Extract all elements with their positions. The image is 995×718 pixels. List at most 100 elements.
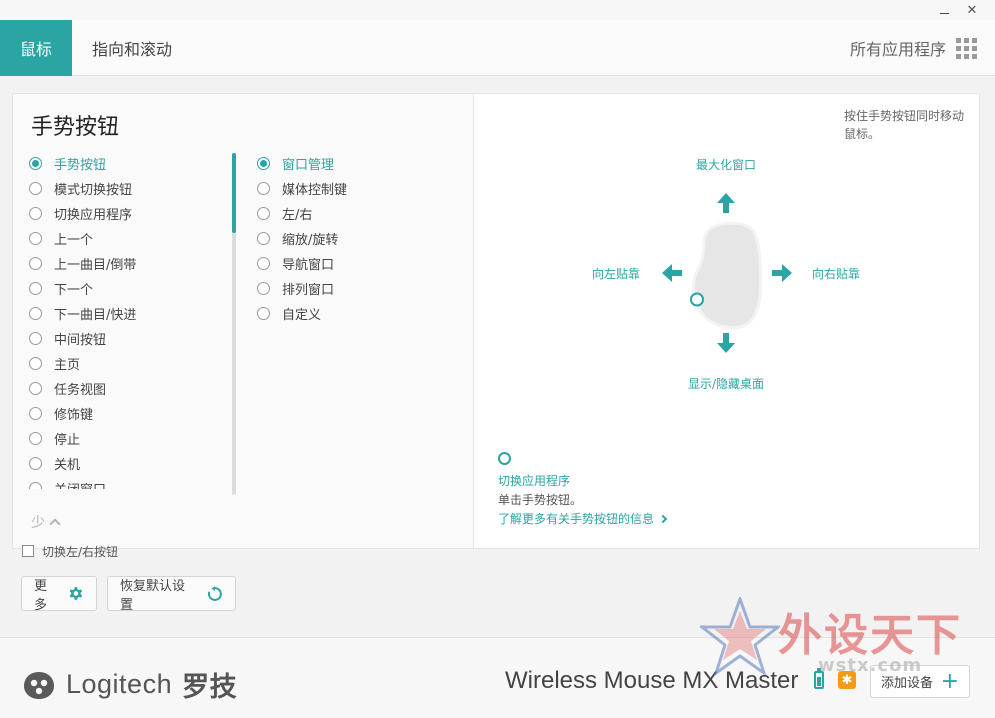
radio-button[interactable]	[29, 157, 42, 170]
button-action-option[interactable]: 上一曲目/倒带	[29, 251, 229, 276]
tab-mouse-label: 鼠标	[19, 40, 52, 59]
button-action-option[interactable]: 任务视图	[29, 376, 229, 401]
gesture-mode-list: 窗口管理媒体控制键左/右缩放/旋转导航窗口排列窗口自定义	[257, 151, 457, 326]
chevron-up-icon	[49, 518, 61, 530]
radio-button[interactable]	[29, 432, 42, 445]
unifying-receiver-icon: ✱	[838, 671, 856, 689]
button-action-option[interactable]: 下一曲目/快进	[29, 301, 229, 326]
tab-mouse[interactable]: 鼠标	[0, 20, 72, 76]
button-action-option-label: 手势按钮	[54, 158, 107, 173]
button-action-option[interactable]: 下一个	[29, 276, 229, 301]
radio-button[interactable]	[257, 232, 270, 245]
reset-defaults-button[interactable]: 恢复默认设置	[107, 576, 236, 613]
button-action-option[interactable]: 关闭窗口	[29, 476, 229, 489]
gesture-mode-option-label: 左/右	[282, 208, 313, 223]
arrow-down-icon	[717, 333, 735, 353]
gesture-mode-option-label: 导航窗口	[282, 258, 335, 273]
button-action-option[interactable]: 中间按钮	[29, 326, 229, 351]
more-button[interactable]: 更多	[21, 576, 97, 613]
button-action-option-label: 停止	[54, 433, 81, 448]
button-action-option-label: 中间按钮	[54, 333, 107, 348]
brand-name-cn: 罗技	[182, 672, 238, 702]
radio-button[interactable]	[29, 382, 42, 395]
radio-button[interactable]	[29, 457, 42, 470]
button-action-option-label: 修饰键	[54, 408, 94, 423]
gesture-button-marker-icon	[690, 292, 704, 307]
tab-point-scroll-label: 指向和滚动	[92, 40, 173, 59]
gesture-mode-option[interactable]: 缩放/旋转	[257, 226, 457, 251]
settings-card: 手势按钮 手势按钮模式切换按钮切换应用程序上一个上一曲目/倒带下一个下一曲目/快…	[12, 93, 980, 549]
radio-button[interactable]	[29, 282, 42, 295]
gesture-mode-option-label: 媒体控制键	[282, 183, 348, 198]
show-less-button[interactable]: 少	[31, 512, 61, 532]
battery-icon	[814, 668, 824, 689]
arrow-left-icon	[662, 264, 682, 282]
radio-button[interactable]	[257, 207, 270, 220]
gesture-mode-option[interactable]: 自定义	[257, 301, 457, 326]
radio-button[interactable]	[257, 307, 270, 320]
swap-buttons-label: 切换左/右按钮	[42, 544, 119, 559]
button-action-option[interactable]: 关机	[29, 451, 229, 476]
gesture-mode-option[interactable]: 导航窗口	[257, 251, 457, 276]
add-device-label: 添加设备	[881, 676, 934, 691]
list-scrollbar-thumb[interactable]	[232, 153, 236, 233]
button-action-option[interactable]: 切换应用程序	[29, 201, 229, 226]
more-button-label: 更多	[34, 578, 48, 613]
logitech-logo-icon	[24, 671, 54, 699]
all-apps-button[interactable]: 所有应用程序	[850, 20, 977, 76]
swap-buttons-checkbox[interactable]	[22, 545, 34, 557]
radio-button[interactable]	[257, 257, 270, 270]
title-bar: ✕	[0, 0, 995, 20]
info-description: 单击手势按钮。	[498, 493, 583, 507]
radio-button[interactable]	[29, 207, 42, 220]
device-name: Wireless Mouse MX Master	[505, 667, 799, 694]
reset-icon	[208, 585, 222, 601]
button-action-option[interactable]: 手势按钮	[29, 151, 229, 176]
chevron-right-icon	[658, 514, 668, 523]
button-action-option-label: 切换应用程序	[54, 208, 133, 223]
gesture-mode-option-label: 窗口管理	[282, 158, 335, 173]
radio-button[interactable]	[29, 407, 42, 420]
radio-button[interactable]	[29, 307, 42, 320]
brand-name: Logitech	[66, 669, 173, 699]
tab-bar: 鼠标 指向和滚动 所有应用程序	[0, 20, 995, 76]
add-device-button[interactable]: 添加设备 +	[870, 665, 970, 698]
button-action-option[interactable]: 停止	[29, 426, 229, 451]
gesture-up-label: 最大化窗口	[696, 158, 757, 172]
reset-defaults-label: 恢复默认设置	[120, 578, 186, 613]
swap-buttons-option[interactable]: 切换左/右按钮	[22, 543, 118, 559]
info-title: 切换应用程序	[498, 474, 571, 488]
tab-point-scroll[interactable]: 指向和滚动	[92, 20, 172, 76]
radio-button[interactable]	[29, 232, 42, 245]
gesture-mode-option[interactable]: 窗口管理	[257, 151, 457, 176]
logitech-logo: Logitech 罗技	[22, 665, 237, 704]
button-action-option-label: 模式切换按钮	[54, 183, 133, 198]
radio-button[interactable]	[29, 332, 42, 345]
button-action-option[interactable]: 模式切换按钮	[29, 176, 229, 201]
button-action-list: 手势按钮模式切换按钮切换应用程序上一个上一曲目/倒带下一个下一曲目/快进中间按钮…	[29, 151, 229, 489]
gesture-mode-option[interactable]: 媒体控制键	[257, 176, 457, 201]
radio-button[interactable]	[257, 182, 270, 195]
button-settings-pane: 手势按钮 手势按钮模式切换按钮切换应用程序上一个上一曲目/倒带下一个下一曲目/快…	[13, 94, 474, 548]
gesture-mode-option[interactable]: 排列窗口	[257, 276, 457, 301]
learn-more-label: 了解更多有关手势按钮的信息	[498, 512, 655, 526]
button-action-option-label: 上一个	[54, 233, 94, 248]
radio-button[interactable]	[29, 257, 42, 270]
radio-button[interactable]	[29, 182, 42, 195]
mouse-illustration	[690, 221, 763, 330]
radio-button[interactable]	[257, 157, 270, 170]
radio-button[interactable]	[29, 482, 42, 489]
gesture-down-label: 显示/隐藏桌面	[688, 377, 765, 391]
close-button[interactable]: ✕	[960, 0, 984, 20]
minimize-button[interactable]	[932, 0, 956, 20]
gesture-hint: 按住手势按钮同时移动鼠标。	[844, 109, 965, 141]
gesture-mode-option[interactable]: 左/右	[257, 201, 457, 226]
list-scrollbar[interactable]	[232, 153, 236, 495]
radio-button[interactable]	[29, 357, 42, 370]
learn-more-link[interactable]: 了解更多有关手势按钮的信息	[498, 510, 668, 527]
footer: Logitech 罗技 Wireless Mouse MX Master ✱ 添…	[0, 637, 995, 718]
button-action-option[interactable]: 上一个	[29, 226, 229, 251]
button-action-option[interactable]: 主页	[29, 351, 229, 376]
radio-button[interactable]	[257, 282, 270, 295]
button-action-option[interactable]: 修饰键	[29, 401, 229, 426]
